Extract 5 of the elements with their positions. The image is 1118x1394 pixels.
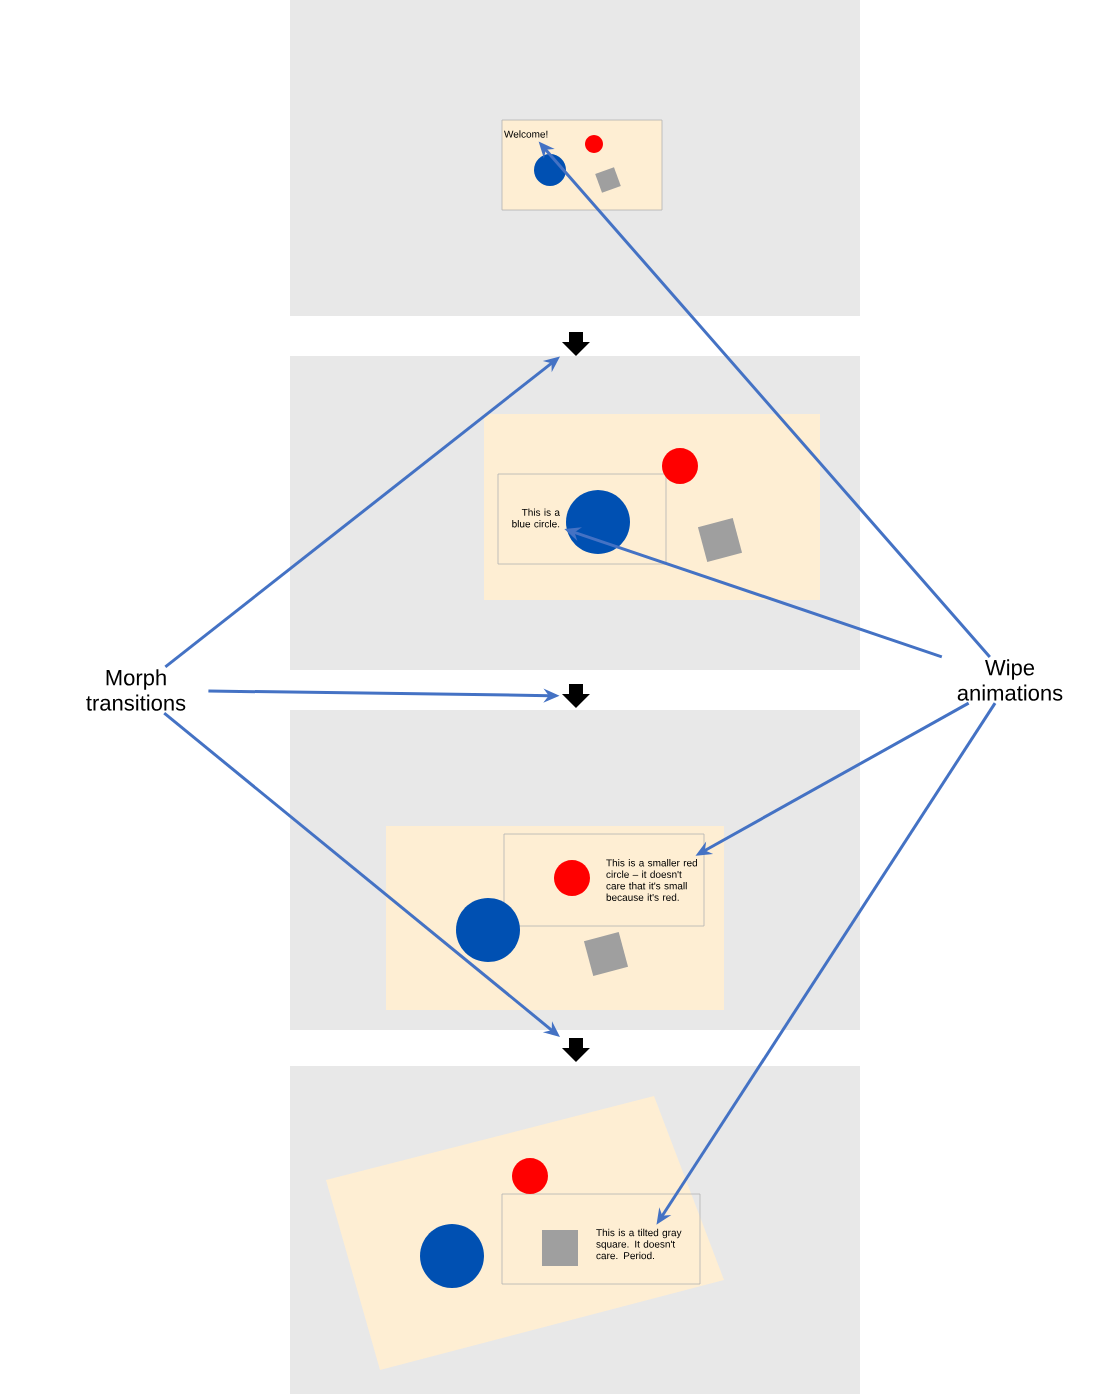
down-arrow [562, 332, 590, 356]
down-arrow [562, 684, 590, 708]
callout-label: Morph transitions [86, 669, 186, 711]
callout-label: Wipe animations [957, 659, 1063, 701]
down-arrow [562, 1038, 590, 1062]
